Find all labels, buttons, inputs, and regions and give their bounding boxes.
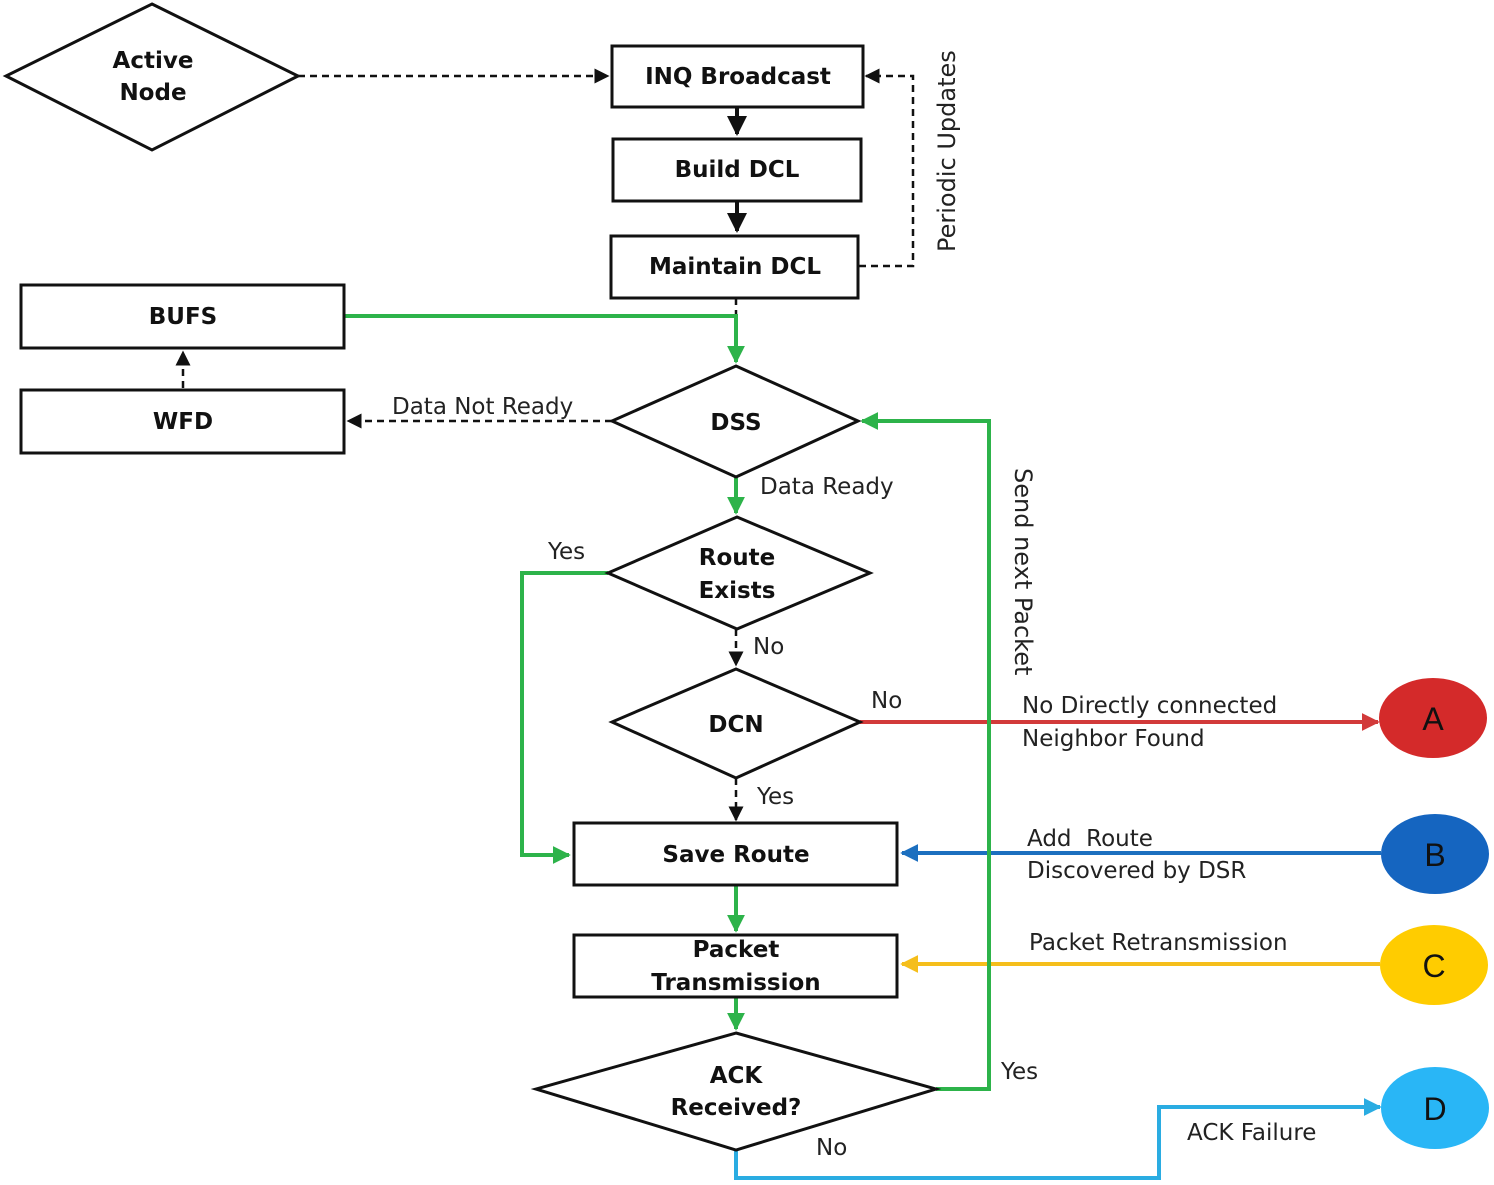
ack-received-line1: ACK xyxy=(710,1063,764,1089)
node-dss: DSS xyxy=(608,364,862,479)
connector-a-label: A xyxy=(1422,701,1444,737)
connector-c-circle xyxy=(1380,925,1488,1005)
packet-retransmission-label: Packet Retransmission xyxy=(1029,930,1288,956)
packet-transmission-line1: Packet xyxy=(693,937,780,963)
wfd-box xyxy=(19,388,346,455)
edge-periodic-updates xyxy=(859,68,915,268)
periodic-updates-label: Periodic Updates xyxy=(933,50,961,252)
ack-received-diamond xyxy=(530,1031,942,1152)
packet-transmission-box xyxy=(572,933,899,999)
connector-c: C xyxy=(1380,925,1488,1005)
data-not-ready-label: Data Not Ready xyxy=(392,394,573,420)
connector-b: B xyxy=(1381,814,1489,894)
dss-diamond xyxy=(608,364,862,479)
connector-d: D xyxy=(1381,1067,1489,1149)
edge-labels: Periodic Updates Data Not Ready Data Rea… xyxy=(392,50,1316,1161)
maintain-dcl-box xyxy=(609,234,860,300)
ack-failure-label: ACK Failure xyxy=(1187,1120,1316,1146)
edge-bufs-to-dss xyxy=(345,314,745,364)
route-exists-diamond xyxy=(604,515,874,631)
no-neighbor-line1: No Directly connected xyxy=(1022,693,1277,719)
ack-received-line2: Received? xyxy=(671,1095,802,1121)
route-yes-label: Yes xyxy=(547,539,585,565)
node-ack-received: ACK Received? xyxy=(530,1031,942,1152)
node-active-node: Active Node xyxy=(2,2,302,152)
dcn-label: DCN xyxy=(708,712,763,738)
inq-broadcast-box xyxy=(610,44,865,109)
ack-yes-label: Yes xyxy=(1000,1059,1038,1085)
connector-b-circle xyxy=(1381,814,1489,894)
active-node-diamond xyxy=(2,2,302,152)
dss-label: DSS xyxy=(710,410,761,436)
edges xyxy=(175,68,1382,1180)
node-dcn: DCN xyxy=(608,667,864,780)
wfd-label: WFD xyxy=(153,409,213,435)
inq-broadcast-label: INQ Broadcast xyxy=(645,64,831,90)
node-wfd: WFD xyxy=(19,388,346,455)
connector-b-label: B xyxy=(1424,837,1445,873)
dcn-yes-label: Yes xyxy=(756,784,794,810)
node-build-dcl: Build DCL xyxy=(611,137,863,203)
add-route-line1: Add Route xyxy=(1027,826,1153,852)
build-dcl-label: Build DCL xyxy=(675,157,800,183)
edge-ack-no-to-d xyxy=(734,1098,1382,1180)
node-maintain-dcl: Maintain DCL xyxy=(609,234,860,300)
maintain-dcl-label: Maintain DCL xyxy=(649,254,821,280)
dcn-no-label: No xyxy=(871,688,902,714)
dcn-diamond xyxy=(608,667,864,780)
node-save-route: Save Route xyxy=(572,821,899,887)
connector-d-label: D xyxy=(1423,1091,1446,1127)
connector-a: A xyxy=(1379,678,1487,758)
edge-route-yes xyxy=(520,571,608,864)
build-dcl-box xyxy=(611,137,863,203)
connector-c-label: C xyxy=(1422,948,1445,984)
active-node-line2: Node xyxy=(119,80,186,106)
node-route-exists: Route Exists xyxy=(604,515,874,631)
bufs-box xyxy=(19,283,346,350)
packet-transmission-line2: Transmission xyxy=(651,970,820,996)
connector-a-circle xyxy=(1379,678,1487,758)
connector-d-circle xyxy=(1381,1067,1489,1149)
bufs-label: BUFS xyxy=(149,304,217,330)
ack-no-label: No xyxy=(816,1135,847,1161)
node-inq-broadcast: INQ Broadcast xyxy=(610,44,865,109)
send-next-packet-label: Send next Packet xyxy=(1009,468,1037,675)
active-node-line1: Active xyxy=(113,48,194,74)
route-exists-line1: Route xyxy=(699,545,775,571)
route-exists-line2: Exists xyxy=(699,578,776,604)
no-neighbor-line2: Neighbor Found xyxy=(1022,726,1205,752)
node-packet-transmission: Packet Transmission xyxy=(572,933,899,999)
data-ready-label: Data Ready xyxy=(760,474,894,500)
node-bufs: BUFS xyxy=(19,283,346,350)
edge-ack-yes-to-dss xyxy=(860,412,991,1091)
save-route-label: Save Route xyxy=(662,842,809,868)
save-route-box xyxy=(572,821,899,887)
add-route-line2: Discovered by DSR xyxy=(1027,858,1246,884)
route-no-label: No xyxy=(753,634,784,660)
